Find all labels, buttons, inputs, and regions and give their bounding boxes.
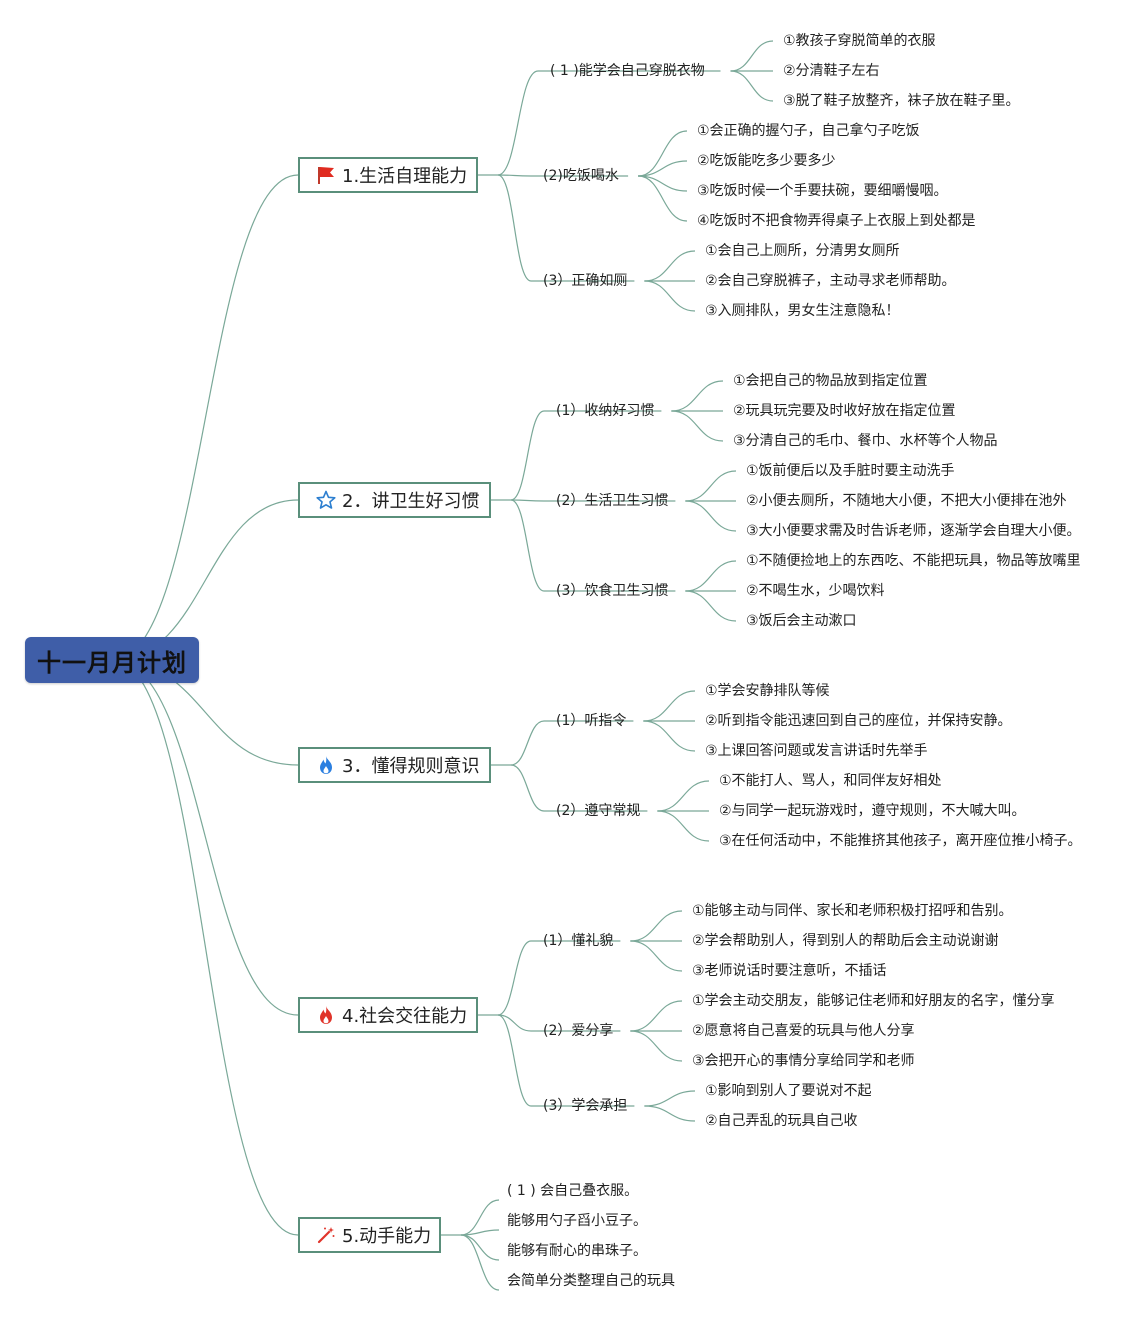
sparkle-icon bbox=[316, 1225, 336, 1245]
branch-label: 1.生活自理能力 bbox=[342, 166, 468, 187]
leaf-item[interactable]: ②吃饭能吃多少要多少 bbox=[697, 153, 836, 169]
leaf-item[interactable]: ②玩具玩完要及时收好放在指定位置 bbox=[733, 403, 956, 419]
leaf-item[interactable]: ①能够主动与同伴、家长和老师积极打招呼和告别。 bbox=[692, 903, 1013, 919]
branch-node[interactable]: 4.社会交往能力 bbox=[298, 997, 478, 1033]
leaf-item[interactable]: ①会自己上厕所，分清男女厕所 bbox=[705, 243, 900, 259]
branch-label: 2．讲卫生好习惯 bbox=[342, 491, 480, 512]
branch-label: 4.社会交往能力 bbox=[342, 1006, 468, 1027]
leaf-item[interactable]: ①学会安静排队等候 bbox=[705, 683, 830, 699]
star-icon bbox=[316, 490, 336, 510]
sub-topic[interactable]: (2)吃饭喝水 bbox=[543, 168, 619, 184]
leaf-item[interactable]: ①会把自己的物品放到指定位置 bbox=[733, 373, 928, 389]
leaf-item[interactable]: ②分清鞋子左右 bbox=[783, 63, 880, 79]
sub-topic[interactable]: (2）爱分享 bbox=[543, 1023, 614, 1039]
sub-topic[interactable]: (2）生活卫生习惯 bbox=[556, 493, 669, 509]
leaf-item[interactable]: ③上课回答问题或发言讲话时先举手 bbox=[705, 743, 928, 759]
root-label: 十一月月计划 bbox=[37, 648, 187, 677]
leaf-item[interactable]: ④吃饭时不把食物弄得桌子上衣服上到处都是 bbox=[697, 213, 976, 229]
sub-topic[interactable]: (3）饮食卫生习惯 bbox=[556, 583, 669, 599]
leaf-item[interactable]: 能够用勺子舀小豆子。 bbox=[507, 1213, 647, 1229]
leaf-item[interactable]: ③会把开心的事情分享给同学和老师 bbox=[692, 1053, 915, 1069]
leaf-item[interactable]: ①影响到别人了要说对不起 bbox=[705, 1083, 872, 1099]
leaf-item[interactable]: ③脱了鞋子放整齐，袜子放在鞋子里。 bbox=[783, 93, 1020, 109]
leaf-item[interactable]: 能够有耐心的串珠子。 bbox=[507, 1243, 647, 1259]
sub-topic[interactable]: (3）正确如厕 bbox=[543, 273, 628, 289]
branch-node[interactable]: 2．讲卫生好习惯 bbox=[298, 482, 491, 518]
leaf-item[interactable]: ( 1 ) 会自己叠衣服。 bbox=[507, 1183, 639, 1199]
sub-topic[interactable]: (1）懂礼貌 bbox=[543, 933, 614, 949]
sub-topic[interactable]: (2）遵守常规 bbox=[556, 803, 641, 819]
leaf-item[interactable]: ②不喝生水，少喝饮料 bbox=[746, 583, 885, 599]
leaf-item[interactable]: ①不随便捡地上的东西吃、不能把玩具，物品等放嘴里 bbox=[746, 553, 1081, 569]
leaf-item[interactable]: ②与同学一起玩游戏时，遵守规则，不大喊大叫。 bbox=[719, 803, 1026, 819]
branch-label: 3．懂得规则意识 bbox=[342, 756, 480, 777]
sub-topic[interactable]: (3）学会承担 bbox=[543, 1098, 628, 1114]
leaf-item[interactable]: ③饭后会主动漱口 bbox=[746, 613, 857, 629]
flame-red-icon bbox=[316, 1005, 336, 1025]
leaf-item[interactable]: ②听到指令能迅速回到自己的座位，并保持安静。 bbox=[705, 713, 1012, 729]
leaf-item[interactable]: ③分清自己的毛巾、餐巾、水杯等个人物品 bbox=[733, 433, 998, 449]
leaf-item[interactable]: ①饭前便后以及手脏时要主动洗手 bbox=[746, 463, 955, 479]
leaf-item[interactable]: ②学会帮助别人，得到别人的帮助后会主动说谢谢 bbox=[692, 933, 999, 949]
leaf-item[interactable]: ②小便去厕所，不随地大小便，不把大小便排在池外 bbox=[746, 493, 1067, 509]
leaf-item[interactable]: ②愿意将自己喜爱的玩具与他人分享 bbox=[692, 1023, 915, 1039]
sub-topic[interactable]: (1）收纳好习惯 bbox=[556, 403, 655, 419]
leaf-item[interactable]: ③在任何活动中，不能推挤其他孩子，离开座位推小椅子。 bbox=[719, 833, 1082, 849]
leaf-item[interactable]: ①会正确的握勺子，自己拿勺子吃饭 bbox=[697, 123, 920, 139]
branch-label: 5.动手能力 bbox=[342, 1226, 432, 1247]
leaf-item[interactable]: ③大小便要求需及时告诉老师，逐渐学会自理大小便。 bbox=[746, 523, 1081, 539]
sub-topic[interactable]: (1）听指令 bbox=[556, 713, 627, 729]
leaf-item[interactable]: 会简单分类整理自己的玩具 bbox=[507, 1273, 675, 1289]
leaf-item[interactable]: ③入厕排队，男女生注意隐私！ bbox=[705, 303, 900, 319]
sub-topic[interactable]: ( 1 )能学会自己穿脱衣物 bbox=[550, 63, 705, 79]
branch-node[interactable]: 1.生活自理能力 bbox=[298, 157, 478, 193]
leaf-item[interactable]: ②会自己穿脱裤子，主动寻求老师帮助。 bbox=[705, 273, 956, 289]
root-node[interactable]: 十一月月计划 bbox=[25, 637, 199, 683]
leaf-item[interactable]: ①教孩子穿脱简单的衣服 bbox=[783, 33, 936, 49]
leaf-item[interactable]: ③老师说话时要注意听，不插话 bbox=[692, 963, 887, 979]
branch-node[interactable]: 3．懂得规则意识 bbox=[298, 747, 491, 783]
flag-icon bbox=[316, 165, 336, 185]
leaf-item[interactable]: ③吃饭时候一个手要扶碗，要细嚼慢咽。 bbox=[697, 183, 948, 199]
branch-node[interactable]: 5.动手能力 bbox=[298, 1217, 441, 1253]
leaf-item[interactable]: ②自己弄乱的玩具自己收 bbox=[705, 1113, 858, 1129]
flame-blue-icon bbox=[316, 755, 336, 775]
leaf-item[interactable]: ①学会主动交朋友，能够记住老师和好朋友的名字，懂分享 bbox=[692, 993, 1055, 1009]
leaf-item[interactable]: ①不能打人、骂人，和同伴友好相处 bbox=[719, 773, 942, 789]
